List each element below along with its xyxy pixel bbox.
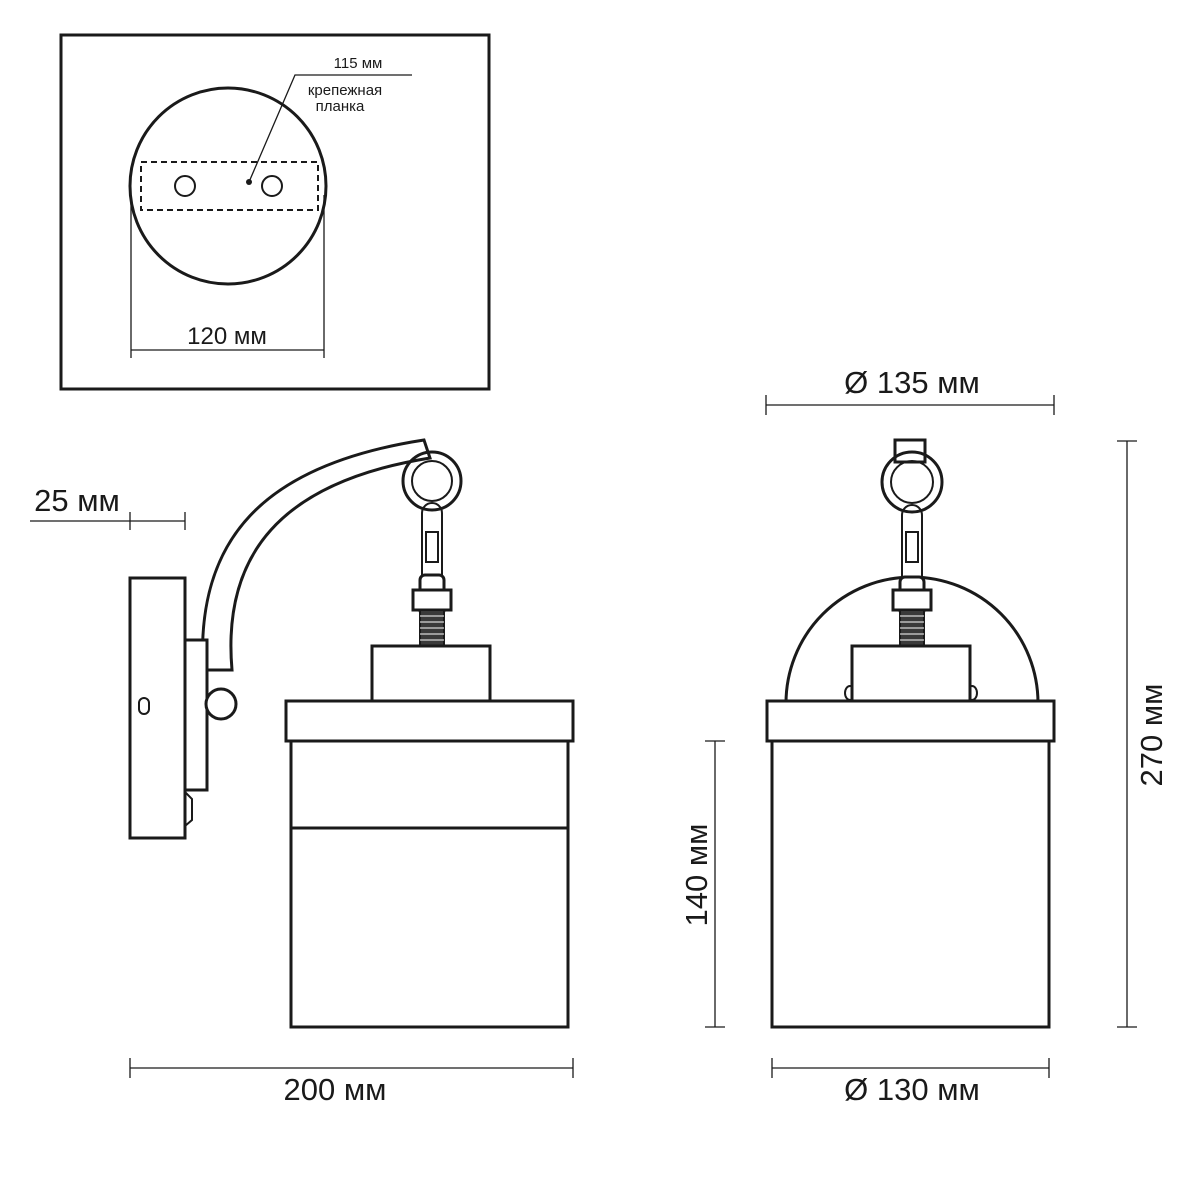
front-ring-inner (890, 460, 934, 504)
front-view: Ø 135 мм 140 мм (679, 365, 1169, 1107)
side-ring-outer (401, 450, 463, 512)
canopy-diameter-label: 120 мм (187, 323, 267, 350)
shade-height-label: 140 мм (679, 824, 714, 927)
plate-width-label: 115 мм (334, 55, 383, 72)
front-ring-outer (880, 450, 944, 514)
side-socket-cap (411, 588, 453, 612)
mounting-plate (140, 161, 319, 211)
top-diameter-label: Ø 135 мм (844, 365, 980, 400)
screw-hole-left (174, 175, 196, 197)
mount-frame (59, 33, 491, 391)
side-shade (289, 739, 570, 1029)
front-socket-cap (891, 588, 933, 612)
arm-knob (204, 687, 238, 721)
plate-leader-line (248, 74, 412, 183)
switch-tab (184, 791, 193, 827)
front-top-cap (850, 644, 972, 703)
front-rim (765, 699, 1056, 743)
plate-label-line2: планка (316, 98, 365, 115)
front-shade (770, 739, 1051, 1029)
mount-detail-view: 115 мм крепежная планка 120 мм (59, 33, 491, 391)
wall-offset-label: 25 мм (34, 483, 120, 518)
base-screw-slot (138, 697, 150, 715)
side-top-cap (370, 644, 492, 701)
plate-label-line1: крепежная (308, 82, 382, 99)
side-view: 25 мм 200 мм (30, 438, 575, 1107)
canopy-circle (128, 86, 328, 286)
side-ring-inner (411, 460, 453, 502)
screw-hole-right (261, 175, 283, 197)
bottom-diameter-label: Ø 130 мм (844, 1072, 980, 1107)
curved-arm (201, 438, 432, 672)
side-rim (284, 699, 575, 743)
total-height-label: 270 мм (1134, 684, 1169, 787)
total-width-label: 200 мм (284, 1072, 387, 1107)
arm-mount-block (183, 638, 209, 792)
